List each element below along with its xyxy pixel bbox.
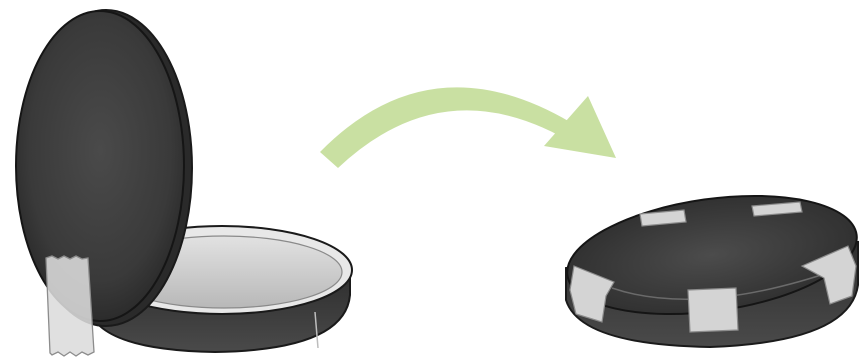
arrow-head bbox=[544, 96, 616, 158]
open-case-lid bbox=[15, 10, 185, 322]
transition-arrow bbox=[320, 87, 616, 168]
hinge-tape bbox=[45, 255, 95, 357]
tape-piece-top-right bbox=[751, 201, 803, 217]
tape-piece-right bbox=[800, 245, 857, 305]
closed-case bbox=[565, 194, 859, 349]
tape-piece-left bbox=[569, 265, 615, 323]
open-case-seam bbox=[314, 311, 319, 349]
open-case bbox=[15, 9, 353, 357]
tape-piece-front bbox=[687, 287, 739, 333]
arrow-shaft bbox=[320, 87, 570, 168]
tape-piece-top-left bbox=[639, 209, 687, 227]
